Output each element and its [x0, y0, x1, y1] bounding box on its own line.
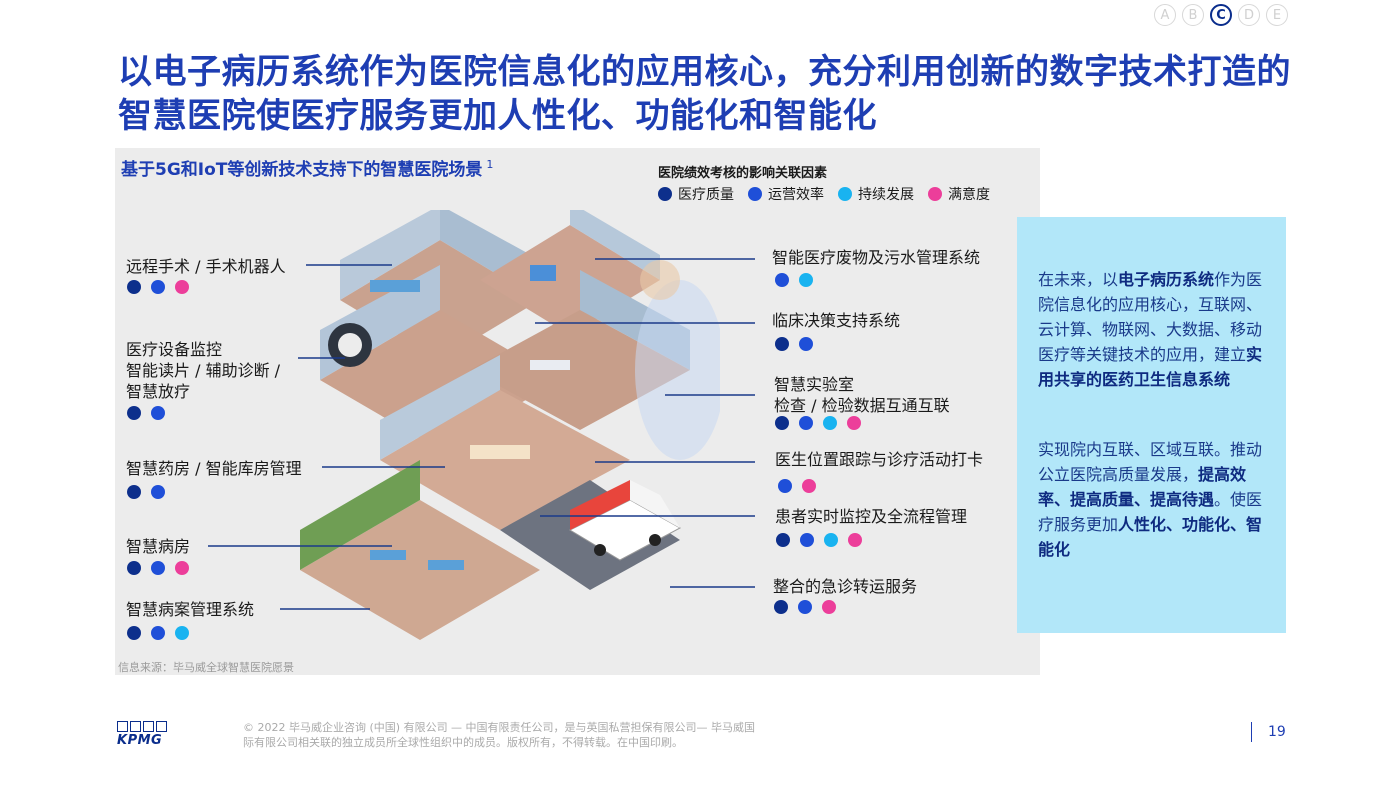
efficiency-dot: [151, 406, 165, 420]
step-c[interactable]: C: [1210, 4, 1232, 26]
label-doctor-tracking: 医生位置跟踪与诊疗活动打卡: [775, 450, 984, 469]
label-smart-ward: 智慧病房: [126, 537, 191, 556]
callout-paragraph-2: 实现院内互联、区域互联。推动公立医院高质量发展，提高效率、提高质量、提高待遇。使…: [1038, 440, 1263, 559]
label-waste-management: 智能医疗废物及污水管理系统: [772, 248, 981, 267]
satisfaction-dot: [175, 561, 189, 575]
indicator-dots: [127, 280, 189, 294]
label-patient-monitoring: 患者实时监控及全流程管理: [775, 507, 968, 526]
doctor-figure: [635, 280, 720, 460]
dot-icon: [748, 187, 762, 201]
legend-item-quality: 医疗质量: [658, 184, 734, 204]
legend-title: 医院绩效考核的影响关联因素: [658, 166, 828, 181]
satisfaction-dot: [175, 280, 189, 294]
quality-dot: [127, 561, 141, 575]
step-b[interactable]: B: [1182, 4, 1204, 26]
kpmg-logo: KPMG: [117, 721, 173, 748]
legend-item-efficiency: 运营效率: [748, 184, 824, 204]
satisfaction-dot: [822, 600, 836, 614]
legend-item-satisfaction: 满意度: [928, 184, 990, 204]
step-e[interactable]: E: [1266, 4, 1288, 26]
sustainability-dot: [175, 626, 189, 640]
efficiency-dot: [151, 626, 165, 640]
quality-dot: [127, 280, 141, 294]
pharmacy-counter: [470, 445, 530, 459]
indicator-dots: [776, 533, 862, 547]
indicator-dots: [775, 273, 813, 287]
indicator-dots: [778, 479, 816, 493]
sustainability-dot: [823, 416, 837, 430]
legend: 医疗质量 运营效率 持续发展 满意度: [658, 184, 990, 204]
efficiency-dot: [778, 479, 792, 493]
label-smart-lab: 智慧实验室 检查 / 检验数据互通互联: [774, 375, 950, 415]
footnote-marker: 1: [486, 158, 494, 172]
operating-table: [370, 280, 420, 292]
sustainability-dot: [799, 273, 813, 287]
indicator-dots: [774, 600, 836, 614]
quality-dot: [775, 337, 789, 351]
efficiency-dot: [775, 273, 789, 287]
dot-icon: [658, 187, 672, 201]
callout-box: 在未来，以电子病历系统作为医院信息化的应用核心，互联网、云计算、物联网、大数据、…: [1017, 217, 1286, 633]
efficiency-dot: [151, 485, 165, 499]
label-clinical-decision: 临床决策支持系统: [772, 311, 901, 330]
quality-dot: [776, 533, 790, 547]
page-title: 以电子病历系统作为医院信息化的应用核心，充分利用创新的数字技术打造的智慧医院使医…: [118, 52, 1291, 136]
quality-dot: [127, 406, 141, 420]
bed: [370, 550, 406, 560]
copyright-notice: © 2022 毕马威企业咨询 (中国) 有限公司 — 中国有限责任公司，是与英国…: [243, 721, 756, 749]
dot-icon: [838, 187, 852, 201]
label-device-monitoring: 医疗设备监控 智能读片 / 辅助诊断 / 智慧放疗: [126, 340, 281, 401]
efficiency-dot: [151, 561, 165, 575]
step-indicator: A B C D E: [1154, 4, 1288, 26]
hospital-illustration: [300, 210, 720, 640]
quality-dot: [775, 416, 789, 430]
step-a[interactable]: A: [1154, 4, 1176, 26]
efficiency-dot: [798, 600, 812, 614]
indicator-dots: [127, 561, 189, 575]
sustainability-dot: [824, 533, 838, 547]
source-note: 信息来源：毕马威全球智慧医院愿景: [118, 661, 294, 674]
satisfaction-dot: [802, 479, 816, 493]
efficiency-dot: [799, 416, 813, 430]
indicator-dots: [127, 406, 165, 420]
page-divider: [1251, 722, 1252, 742]
quality-dot: [127, 626, 141, 640]
quality-dot: [127, 485, 141, 499]
legend-item-sustainability: 持续发展: [838, 184, 914, 204]
dot-icon: [928, 187, 942, 201]
ward-bed: [530, 360, 570, 370]
indicator-dots: [127, 626, 189, 640]
efficiency-dot: [151, 280, 165, 294]
callout-paragraph-1: 在未来，以电子病历系统作为医院信息化的应用核心，互联网、云计算、物联网、大数据、…: [1038, 270, 1263, 389]
indicator-dots: [127, 485, 165, 499]
label-medical-records: 智慧病案管理系统: [126, 600, 255, 619]
label-smart-pharmacy: 智慧药房 / 智能库房管理: [126, 459, 302, 478]
indicator-dots: [775, 337, 813, 351]
label-remote-surgery: 远程手术 / 手术机器人: [126, 257, 286, 276]
satisfaction-dot: [847, 416, 861, 430]
efficiency-dot: [800, 533, 814, 547]
indicator-dots: [775, 416, 861, 430]
efficiency-dot: [799, 337, 813, 351]
building-floors: [300, 210, 690, 640]
satisfaction-dot: [848, 533, 862, 547]
quality-dot: [774, 600, 788, 614]
label-emergency-transfer: 整合的急诊转运服务: [773, 577, 918, 596]
page-number: 19: [1268, 724, 1286, 740]
step-d[interactable]: D: [1238, 4, 1260, 26]
dental-chair: [530, 265, 556, 281]
